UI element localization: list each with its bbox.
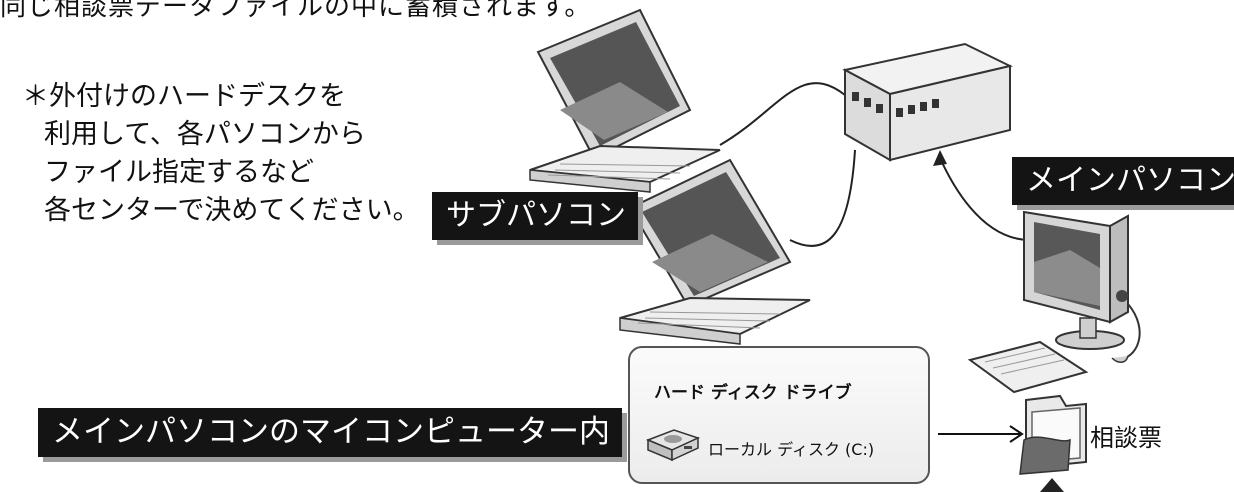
hard-disk-section-title: ハード ディスク ドライブ [654,383,852,403]
cable-laptop2-hub [789,149,856,247]
note-line: 利用して、各パソコンから [44,119,366,150]
header-caption: 同じ相談票データファイルの中に蓄積されます。 [0,0,592,22]
sub-pc-label: サブパソコン [432,192,638,240]
cable-desktop-hub [939,157,1031,241]
note-line: 各センターで決めてください。 [44,195,420,226]
hard-disk-drives-panel: ハード ディスク ドライブ ローカル ディスク (C:) [628,346,930,484]
laptop-icon [529,8,721,193]
instruction-note: ＊外付けのハードデスクを 利用して、各パソコンから ファイル指定するなど 各セン… [22,78,420,230]
note-line: ファイル指定するなど [44,157,314,188]
hard-disk-icon[interactable] [644,426,702,466]
laptop-icon [619,158,811,345]
local-disk-c-label[interactable]: ローカル ディスク (C:) [708,440,875,459]
cable-laptop1-hub [719,82,846,146]
main-pc-label: メインパソコン [1012,157,1234,205]
my-computer-label: メインパソコンのマイコンピューター内 [38,408,622,457]
folder-icon [1019,394,1087,492]
note-line: ＊外付けのハードデスクを [22,81,346,112]
desktop-computer-icon [967,210,1141,394]
network-hub-icon [842,42,1013,162]
consultation-form-folder-label: 相談票 [1090,424,1162,452]
arrow-head-hub [933,150,947,166]
arrow-icon [938,425,1024,443]
